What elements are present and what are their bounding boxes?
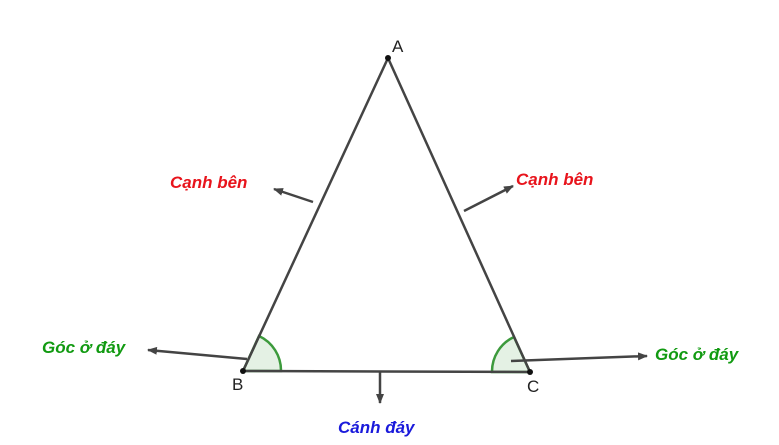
arrow-side-left: [273, 187, 314, 204]
arrow-angle-right: [510, 352, 648, 363]
arrow-angle-left: [147, 346, 248, 361]
side-left-label: Cạnh bên: [170, 173, 248, 192]
base-label: Cánh đáy: [338, 418, 415, 437]
arrow-side-right: [463, 184, 514, 213]
angle-b-mark: [241, 334, 283, 373]
angle-left-label: Góc ở đáy: [42, 338, 126, 357]
side-ac: [386, 57, 532, 373]
side-right-label: Cạnh bên: [516, 170, 594, 189]
point-a: [385, 55, 391, 61]
vertex-c-label: C: [527, 377, 540, 396]
angle-right-label: Góc ở đáy: [655, 345, 739, 364]
angle-c-mark: [490, 335, 532, 374]
vertex-a-label: A: [392, 37, 404, 56]
vertex-b-label: B: [232, 375, 244, 394]
point-c: [527, 369, 533, 375]
side-ab: [241, 57, 390, 372]
side-bc: [242, 369, 531, 374]
point-b: [240, 368, 246, 374]
